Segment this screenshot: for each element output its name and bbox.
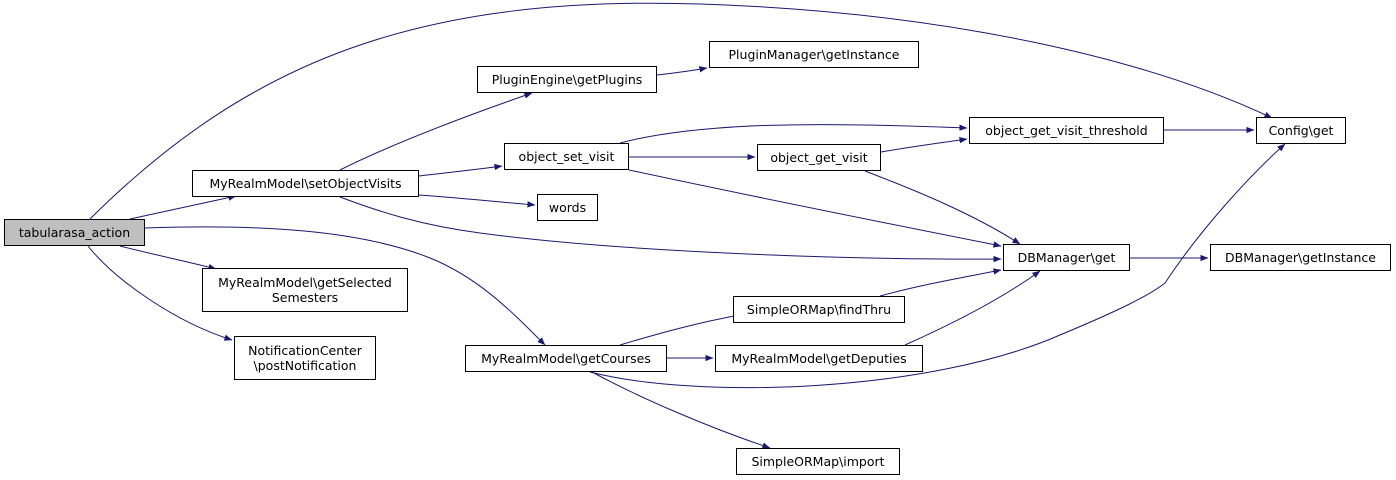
node-simpleormap-import[interactable]: SimpleORMap\import	[736, 448, 900, 475]
edge-getcourses-to-config-get	[589, 143, 1286, 389]
edge-findthru-to-dbmanager-get	[879, 268, 1002, 297]
node-label: MyRealmModel\getCourses	[481, 351, 651, 366]
node-label: object_get_visit	[770, 150, 868, 165]
edge-object-set-visit-to-dbmanager-get	[628, 169, 1002, 248]
edge-tabularasa-to-setobjectvisits	[129, 194, 237, 220]
node-label: MyRealmModel\getDeputies	[731, 351, 907, 366]
node-label: PluginManager\getInstance	[728, 47, 900, 62]
node-label: Config\get	[1268, 123, 1334, 138]
edge-getplugins-to-pluginmanager-getinstance	[656, 66, 708, 76]
node-words[interactable]: words	[537, 194, 598, 221]
node-label: MyRealmModel\setObjectVisits	[209, 176, 402, 191]
node-label-line-1: MyRealmModel\getSelected	[218, 275, 392, 290]
edge-tabularasa-to-postnotification	[87, 245, 233, 341]
node-dbmanager-getinstance[interactable]: DBManager\getInstance	[1210, 244, 1391, 271]
node-pluginengine-getplugins[interactable]: PluginEngine\getPlugins	[477, 66, 657, 93]
node-object-get-visit-threshold[interactable]: object_get_visit_threshold	[969, 117, 1164, 144]
node-label: SimpleORMap\import	[751, 454, 885, 469]
node-simpleormap-findthru[interactable]: SimpleORMap\findThru	[733, 296, 905, 323]
node-object-get-visit[interactable]: object_get_visit	[757, 144, 881, 171]
node-label: PluginEngine\getPlugins	[491, 72, 643, 87]
edge-setobjectvisits-to-getplugins	[339, 92, 533, 171]
edge-getcourses-to-import	[591, 371, 771, 449]
node-label-line-1: NotificationCenter	[248, 343, 362, 358]
node-object-set-visit[interactable]: object_set_visit	[504, 143, 629, 170]
node-label: DBManager\getInstance	[1225, 250, 1376, 265]
node-label: words	[548, 200, 587, 215]
node-label: DBManager\get	[1017, 250, 1116, 265]
node-label: SimpleORMap\findThru	[746, 302, 892, 317]
edge-object-set-visit-to-threshold	[619, 124, 968, 144]
node-myrealmmodel-getselectedsemesters[interactable]: MyRealmModel\getSelected Semesters	[202, 268, 408, 312]
edge-setobjectvisits-to-dbmanager-get	[339, 196, 1002, 263]
edge-tabularasa-to-getselectedsemesters	[119, 245, 217, 271]
node-label: tabularasa_action	[18, 225, 131, 240]
node-myrealmmodel-getcourses[interactable]: MyRealmModel\getCourses	[465, 345, 667, 372]
node-label: object_get_visit_threshold	[985, 123, 1148, 138]
edge-tabularasa-to-config-get	[89, 2, 1273, 220]
node-myrealmmodel-getdeputies[interactable]: MyRealmModel\getDeputies	[715, 345, 923, 372]
node-myrealmmodel-setobjectvisits[interactable]: MyRealmModel\setObjectVisits	[192, 170, 419, 197]
node-config-get[interactable]: Config\get	[1256, 117, 1346, 144]
edge-setobjectvisits-to-words	[418, 194, 536, 208]
edge-getcourses-to-findthru	[619, 312, 746, 346]
edge-setobjectvisits-to-object-set-visit	[418, 163, 503, 177]
node-label-line-2: \postNotification	[253, 358, 357, 373]
node-notificationcenter-postnotification[interactable]: NotificationCenter \postNotification	[234, 336, 376, 380]
edge-object-get-visit-to-dbmanager-get	[864, 170, 1021, 245]
edge-object-get-visit-to-threshold	[880, 136, 968, 153]
node-label: object_set_visit	[518, 149, 615, 164]
node-dbmanager-get[interactable]: DBManager\get	[1003, 244, 1130, 271]
node-label-line-2: Semesters	[271, 290, 339, 305]
edge-getdeputies-to-dbmanager-get	[904, 270, 1041, 346]
edge-tabularasa-to-getcourses	[144, 226, 546, 346]
node-tabularasa-action: tabularasa_action	[4, 219, 145, 246]
node-pluginmanager-getinstance[interactable]: PluginManager\getInstance	[709, 41, 919, 68]
